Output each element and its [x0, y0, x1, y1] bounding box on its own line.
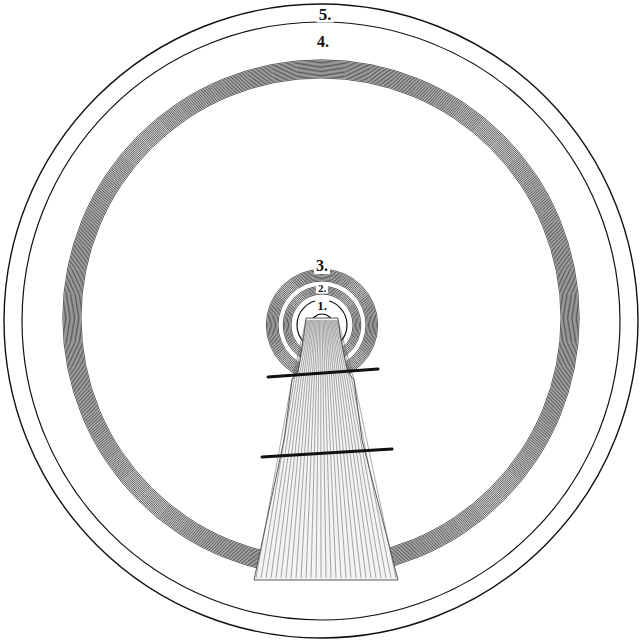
- ligature: [268, 369, 378, 377]
- fibre-line: [330, 320, 361, 578]
- callout-number: 5.: [317, 6, 334, 23]
- fibre-line: [329, 320, 356, 578]
- rings: [4, 4, 638, 638]
- ligature: [262, 449, 392, 457]
- fibre-line: [281, 320, 312, 578]
- callout-number: 3.: [314, 258, 330, 274]
- bundle-outline: [254, 318, 398, 580]
- fibre-line: [320, 320, 321, 578]
- fibre-line: [306, 320, 317, 578]
- callout-number: 2.: [316, 283, 328, 294]
- fibres: [256, 320, 396, 578]
- fibre-bundle: [254, 318, 398, 580]
- fibre-line: [271, 320, 309, 578]
- fibre-line: [332, 320, 371, 578]
- fibre-line: [301, 320, 316, 578]
- second-ring: [22, 22, 620, 620]
- fibre-line: [291, 320, 314, 578]
- fibre-line: [286, 320, 313, 578]
- fibre-line: [261, 320, 307, 578]
- callout-number: 4.: [315, 34, 331, 50]
- fibre-line: [322, 320, 326, 578]
- fibre-line: [325, 320, 341, 578]
- callout-number: 1.: [315, 299, 329, 312]
- outer-ring: [4, 4, 638, 638]
- fibre-line: [316, 320, 320, 578]
- fibre-line: [276, 320, 311, 578]
